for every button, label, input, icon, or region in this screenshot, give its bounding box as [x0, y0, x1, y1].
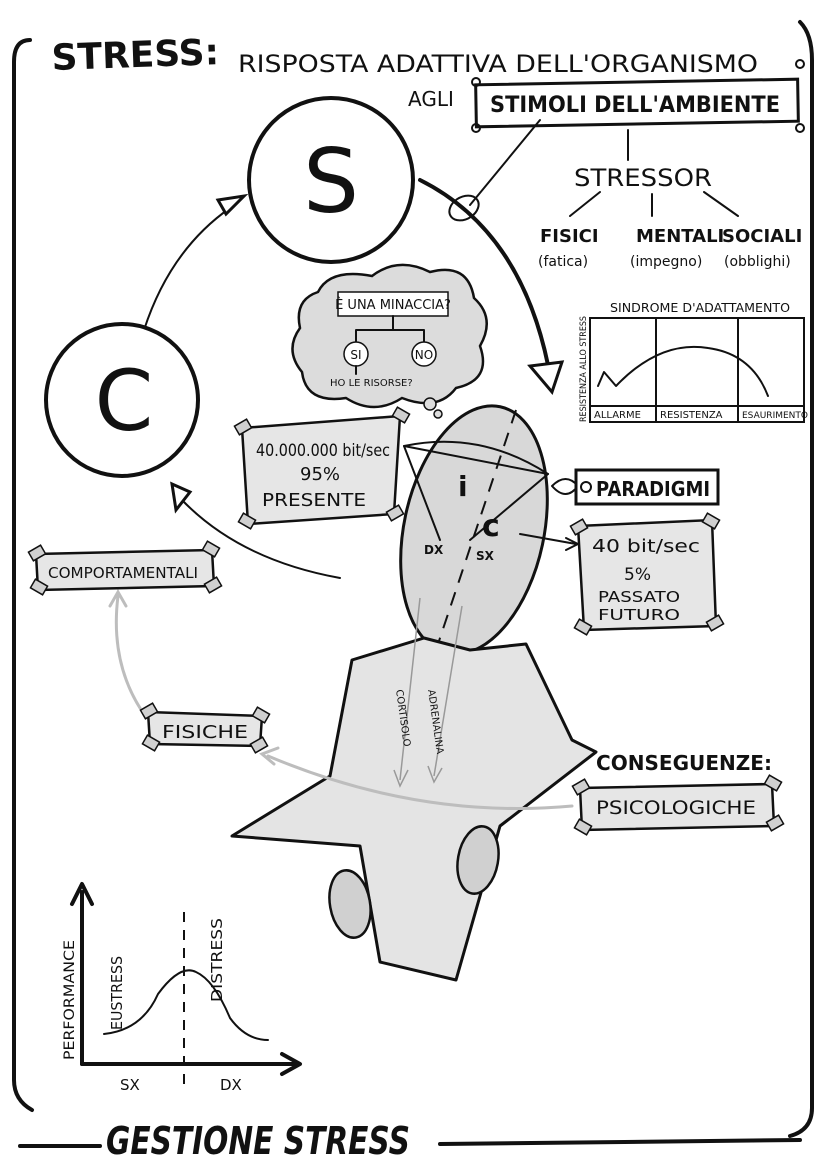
sindrome-title: SINDROME D'ADATTAMENTO — [610, 301, 790, 315]
page-frame — [12, 20, 814, 1148]
cloud-question: È UNA MINACCIA? — [335, 297, 451, 313]
note-fisiche: FISICHE — [139, 702, 271, 754]
thought-cloud: È UNA MINACCIA? SI NO HO LE RISORSE? — [291, 263, 488, 419]
sindrome-phase-esaurimento: ESAURIMENTO — [742, 411, 808, 421]
presente-label: PRESENTE — [262, 490, 366, 511]
stressor-fisici-note: (fatica) — [538, 254, 588, 270]
psicologiche-label: PSICOLOGICHE — [596, 797, 756, 819]
c-circle: C — [44, 322, 200, 478]
passato-rate: 40 bit/sec — [592, 536, 700, 557]
head-sx: SX — [476, 549, 495, 563]
stimoli-pointer — [448, 119, 541, 222]
note-passato: 40 bit/sec 5% PASSATO FUTURO — [569, 512, 725, 636]
cycle-arc-top-right — [418, 178, 550, 367]
head-letter-i: i — [458, 470, 468, 503]
sindrome-chart: SINDROME D'ADATTAMENTO RESISTENZA ALLO S… — [579, 301, 808, 423]
performance-distress: DISTRESS — [208, 918, 226, 1002]
cycle-arc-left — [143, 207, 231, 331]
stressor-mentali: MENTALI — [636, 226, 724, 247]
performance-ylabel: PERFORMANCE — [62, 940, 78, 1060]
passato-label: PASSATO — [598, 588, 680, 606]
stressor-sociali-note: (obblighi) — [724, 254, 791, 270]
title-main: STRESS: — [51, 32, 220, 79]
performance-sx: SX — [120, 1076, 140, 1094]
s-circle: S — [247, 96, 415, 264]
note-presente: 40.000.000 bit/sec 95% PRESENTE — [233, 406, 411, 530]
comportamentali-label: COMPORTAMENTALI — [48, 564, 198, 582]
stressor-fisici: FISICI — [540, 226, 599, 247]
sindrome-ylabel: RESISTENZA ALLO STRESS — [579, 316, 589, 422]
footer-title: GESTIONE STRESS — [106, 1119, 410, 1163]
cloud-yes: SI — [350, 348, 361, 362]
body-coat: CORTISOLO ADRENALINA — [230, 597, 598, 982]
cycle-arrowhead-left — [170, 481, 193, 514]
cloud-no: NO — [415, 348, 433, 362]
performance-chart: PERFORMANCE EUSTRESS DISTRESS SX DX — [62, 882, 302, 1094]
cycle-arc-bottom — [181, 499, 341, 579]
note-psicologiche: PSICOLOGICHE — [571, 774, 785, 836]
stressor-sociali: SOCIALI — [722, 226, 802, 247]
stressor-mentali-note: (impegno) — [630, 254, 702, 270]
consequences-heading: CONSEGUENZE: — [596, 751, 772, 775]
head: i c DX SX — [399, 404, 549, 656]
consequence-arc-upper — [108, 588, 142, 710]
c-letter: C — [95, 352, 154, 450]
performance-eustress: EUSTRESS — [108, 956, 126, 1030]
head-dx: DX — [424, 543, 444, 557]
stressor-label: STRESSOR — [574, 164, 712, 192]
cloud-resources: HO LE RISORSE? — [330, 378, 413, 389]
s-letter: S — [303, 130, 359, 233]
note-comportamentali: COMPORTAMENTALI — [27, 540, 223, 596]
cycle-arrowhead-top — [215, 193, 249, 217]
stimoli-box: STIMOLI DELL'AMBIENTE — [471, 59, 805, 133]
passato-percent: 5% — [624, 565, 651, 585]
presente-rate: 40.000.000 bit/sec — [256, 441, 390, 461]
stimoli-label: STIMOLI DELL'AMBIENTE — [490, 93, 780, 118]
paradigmi-label: PARADIGMI — [596, 477, 710, 501]
paradigmi-box: PARADIGMI — [551, 468, 720, 506]
cycle-arrowhead-right — [527, 360, 565, 396]
head-letter-c: c — [482, 509, 500, 544]
title-agli: AGLI — [408, 87, 454, 111]
stressor-branches — [569, 191, 739, 217]
sindrome-phase-allarme: ALLARME — [594, 410, 641, 421]
title-line1: RISPOSTA ADATTIVA DELL'ORGANISMO — [238, 50, 758, 78]
performance-dx: DX — [220, 1076, 242, 1094]
fisiche-label: FISICHE — [162, 722, 248, 743]
presente-percent: 95% — [300, 464, 340, 485]
consequence-arc — [259, 746, 574, 810]
futuro-label: FUTURO — [598, 606, 680, 624]
sindrome-phase-resistenza: RESISTENZA — [660, 410, 723, 421]
